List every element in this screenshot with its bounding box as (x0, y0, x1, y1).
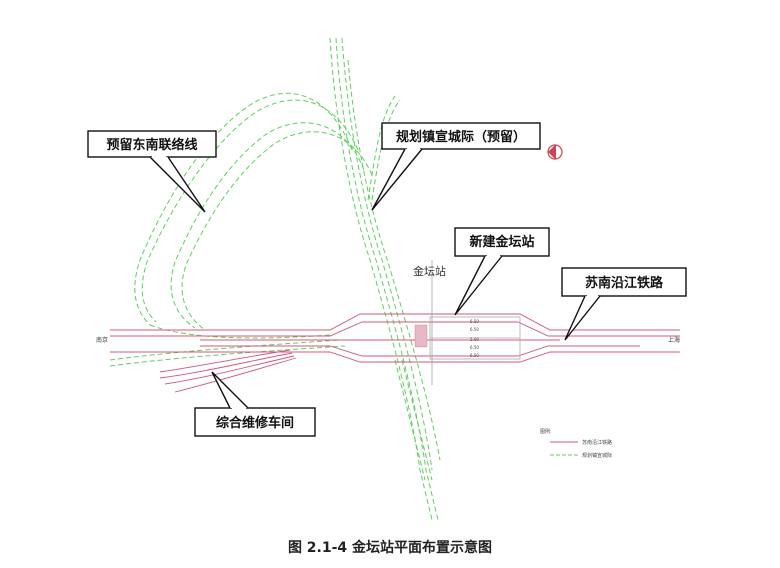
station-label: 金坛站 (413, 264, 446, 278)
track-annotation-2: 6.50 (470, 327, 479, 332)
legend-item-railway: 苏南沿江铁路 (582, 439, 612, 446)
callout-depot-text: 综合维修车间 (216, 415, 294, 431)
legend-item-intercity: 规划镇宣城际 (582, 452, 612, 459)
callout-new-station-text: 新建金坛站 (469, 234, 534, 250)
callout-southeast-link: 预留东南联络线 (87, 130, 217, 213)
callout-new-station: 新建金坛站 (454, 227, 550, 316)
planned-intercity-lines (109, 37, 441, 521)
callout-railway-text: 苏南沿江铁路 (585, 275, 664, 291)
track-annotation-3: 5.00 (470, 337, 479, 342)
station-platform-outlines (414, 260, 521, 385)
east-end-label: 上海 (668, 336, 680, 344)
callout-zhenxuan-text: 规划镇宣城际（预留） (396, 129, 526, 145)
legend-title: 图例: (540, 428, 552, 435)
north-arrow-icon (547, 144, 563, 160)
callout-zhenxuan-intercity: 规划镇宣城际（预留） (371, 122, 541, 211)
track-annotation-1: 6.50 (470, 319, 479, 324)
track-annotations: 6.50 6.50 5.00 6.50 6.50 (470, 319, 479, 358)
track-annotation-5: 6.50 (470, 353, 479, 358)
figure-caption: 图 2.1-4 金坛站平面布置示意图 (287, 540, 493, 556)
callout-railway: 苏南沿江铁路 (561, 267, 687, 341)
railway-tracks (110, 313, 680, 393)
track-annotation-4: 6.50 (470, 345, 479, 350)
callout-depot: 综合维修车间 (194, 371, 316, 437)
west-end-label: 南京 (96, 336, 108, 344)
legend: 图例: 苏南沿江铁路 规划镇宣城际 (540, 428, 612, 459)
callout-southeast-link-text: 预留东南联络线 (106, 137, 197, 153)
